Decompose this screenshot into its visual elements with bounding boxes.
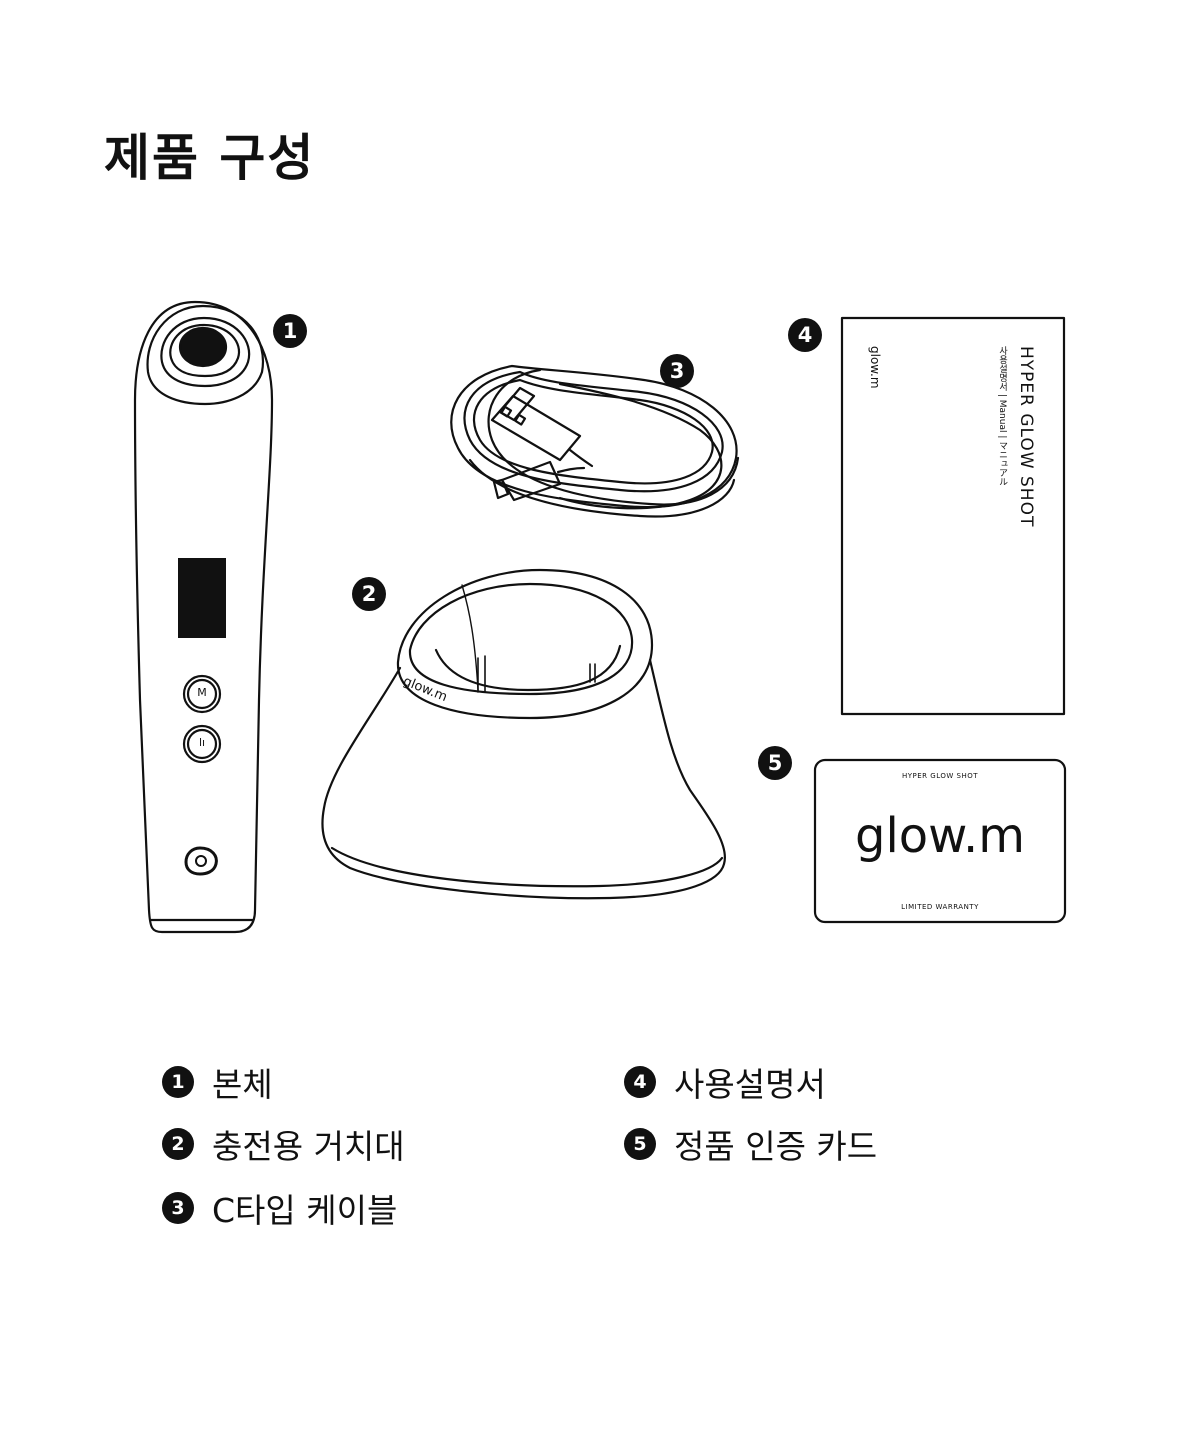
legend-label: 정품 인증 카드 <box>674 1127 878 1166</box>
legend-badge: 1 <box>162 1066 194 1098</box>
legend-badge: 4 <box>624 1066 656 1098</box>
manual-brand: glow.m <box>868 346 882 389</box>
legend-item-cable: 3 C타입 케이블 <box>162 1184 397 1232</box>
number-badge-1: 1 <box>273 314 307 348</box>
number-badge-3: 3 <box>660 354 694 388</box>
number-badge-5: 5 <box>758 746 792 780</box>
manual-illustration <box>840 316 1066 716</box>
cable-illustration <box>450 364 740 518</box>
legend-label: 충전용 거치대 <box>212 1127 405 1166</box>
legend-label: 본체 <box>212 1065 273 1104</box>
number-badge-4: 4 <box>788 318 822 352</box>
stand-illustration <box>321 568 727 900</box>
device-illustration <box>133 300 274 934</box>
legend-badge: 5 <box>624 1128 656 1160</box>
page-title: 제품 구성 <box>104 129 316 187</box>
legend-item-manual: 4 사용설명서 <box>624 1058 826 1106</box>
legend-label: 사용설명서 <box>674 1065 826 1104</box>
legend-badge: 3 <box>162 1192 194 1224</box>
card-bottom-text: LIMITED WARRANTY <box>901 903 979 911</box>
legend-item-stand: 2 충전용 거치대 <box>162 1120 405 1168</box>
legend-item-card: 5 정품 인증 카드 <box>624 1120 877 1168</box>
manual-subtitle: 사용설명서 | Manual | マニュアル <box>997 346 1007 487</box>
card-illustration <box>813 758 1067 924</box>
number-badge-2: 2 <box>352 577 386 611</box>
manual-title: HYPER GLOW SHOT <box>1016 346 1036 528</box>
button-m-label: M <box>197 686 207 699</box>
card-logo: glow.m <box>854 808 1026 864</box>
legend-badge: 2 <box>162 1128 194 1160</box>
legend-item-body: 1 본체 <box>162 1058 273 1106</box>
button-level-label: lı <box>198 736 206 749</box>
card-top-text: HYPER GLOW SHOT <box>902 772 978 780</box>
legend-label: C타입 케이블 <box>212 1191 398 1230</box>
